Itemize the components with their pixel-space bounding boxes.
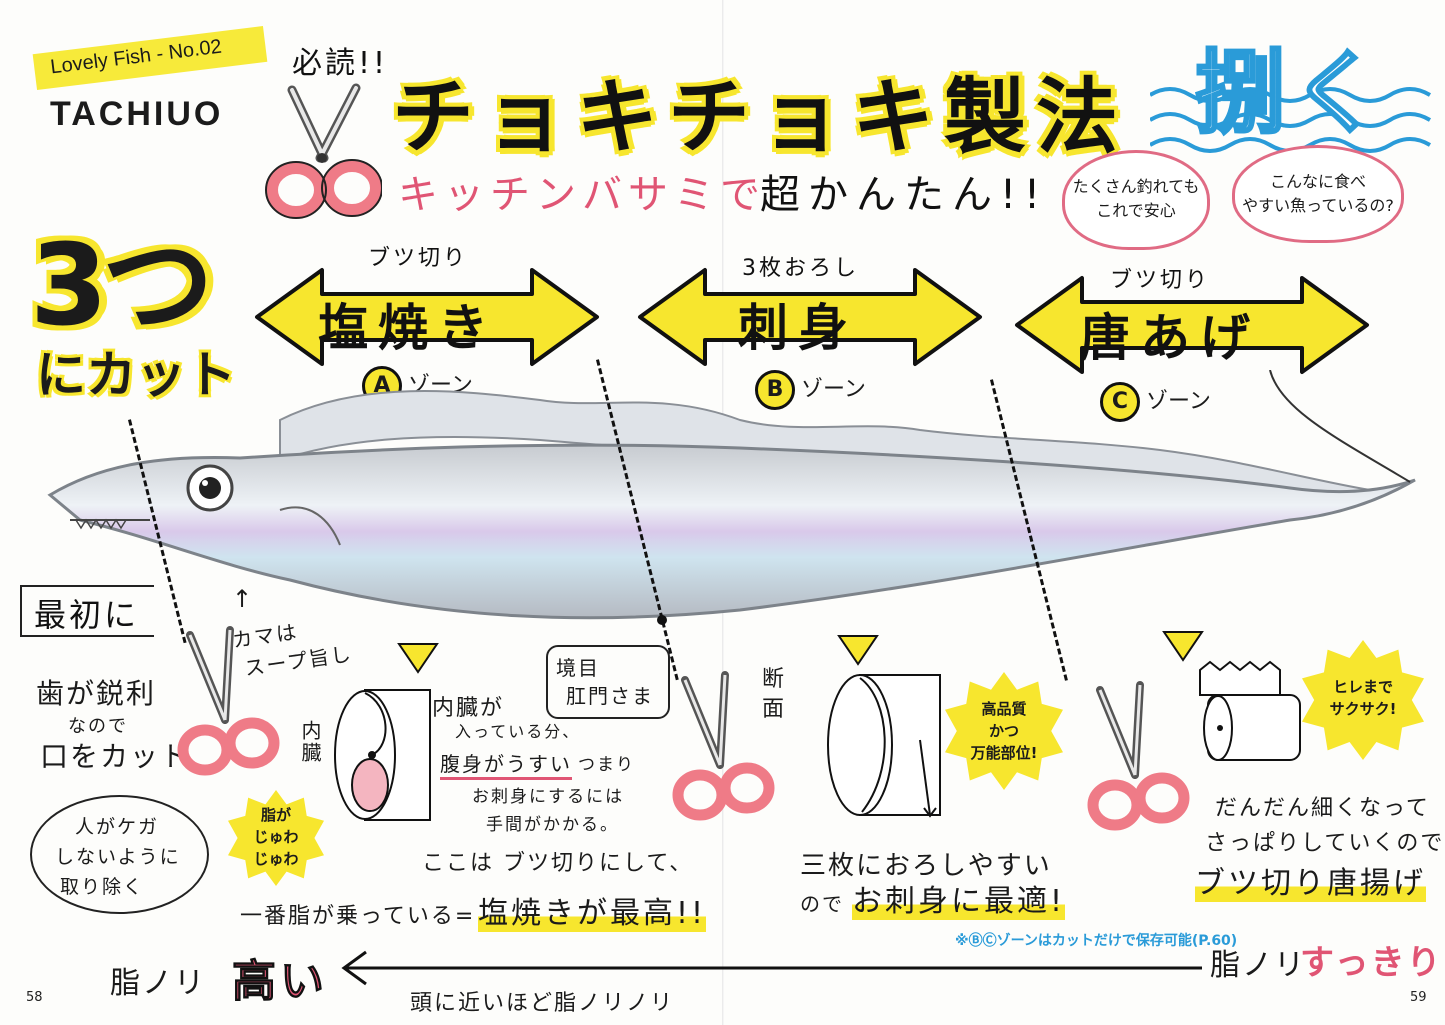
zone-a-line2: 入っている分、 bbox=[455, 722, 581, 741]
subtitle-pink: キッチンバサミで bbox=[398, 172, 766, 218]
tachiuo-fish-icon bbox=[47, 369, 1416, 625]
zone-c-line1: だんだん細くなって bbox=[1215, 796, 1430, 821]
zone-b-suffix: ゾーン bbox=[801, 377, 866, 402]
kama-up-arrow: ↑ bbox=[232, 585, 255, 613]
zone-a-dish: 塩焼き bbox=[318, 299, 498, 357]
zone-b-letter: B bbox=[755, 370, 795, 410]
fat-burst-3: じゅわ bbox=[253, 850, 299, 868]
scissors-icon-a bbox=[170, 625, 280, 789]
boundary-2: 肛門さま bbox=[566, 684, 654, 708]
zone-a-line4: お刺身にするには bbox=[472, 787, 625, 807]
zone-b-arrow bbox=[635, 262, 985, 376]
zone-c-cut: ブツ切り bbox=[1110, 268, 1211, 293]
zone-c-letter: C bbox=[1100, 382, 1140, 422]
fin-burst: ヒレまで サクサク! bbox=[1302, 640, 1424, 760]
zone-a-cut: ブツ切り bbox=[368, 246, 469, 271]
down-arrow-a-icon bbox=[395, 640, 441, 680]
fin-burst-1: ヒレまで bbox=[1332, 678, 1393, 696]
cut-count: 3つ bbox=[30, 221, 214, 351]
fat-burst-1: 脂が bbox=[260, 806, 291, 824]
zone-b-line2a: ので bbox=[800, 892, 844, 916]
fat-left-value: 高い bbox=[232, 956, 328, 1008]
zone-a-line7b: 塩焼きが最高!! bbox=[478, 888, 707, 932]
zone-c-arrow bbox=[1012, 270, 1372, 384]
boundary-bubble bbox=[546, 645, 670, 719]
fat-right-value: すっきり bbox=[1300, 943, 1443, 983]
subtitle-black: 超かんたん!! bbox=[760, 172, 1049, 218]
zone-a-line6: ここは ブツ切りにして、 bbox=[422, 851, 694, 876]
cut-label: にカット bbox=[36, 346, 236, 404]
zone-c-line2: さっぱりしていくので bbox=[1205, 831, 1445, 856]
scissors-icon-b bbox=[665, 670, 775, 834]
page-number-left: 58 bbox=[26, 990, 43, 1005]
safety-2: しないように bbox=[55, 846, 181, 868]
first-note-3: 口をカット bbox=[40, 740, 191, 773]
zone-b-line2b: お刺身に最適! bbox=[852, 876, 1066, 920]
must-read: 必読!! bbox=[292, 46, 389, 81]
zone-b-dish: 刺身 bbox=[738, 299, 858, 357]
fin-burst-2: サクサク! bbox=[1329, 700, 1397, 718]
zone-a-line3a: 腹身がうすい bbox=[440, 748, 572, 780]
zone-a-line5: 手間がかかる。 bbox=[486, 815, 619, 835]
zone-c-suffix: ゾーン bbox=[1146, 389, 1211, 414]
main-title: チョキチョキ製法 bbox=[392, 70, 1129, 165]
quality-burst-1: 高品質 bbox=[981, 700, 1027, 718]
zone-c-line3: ブツ切り唐揚げ bbox=[1195, 858, 1426, 902]
naizo-label: 内臓 bbox=[298, 720, 322, 764]
zone-a-line7a: 一番脂が乗っている= bbox=[240, 904, 476, 929]
safety-bubble bbox=[30, 795, 209, 914]
cross-section-c-icon bbox=[1190, 660, 1310, 774]
first-note-2: なので bbox=[68, 716, 128, 737]
quality-burst-2: かつ bbox=[988, 722, 1019, 740]
first-box bbox=[20, 585, 154, 637]
scissors-icon-top bbox=[262, 80, 383, 224]
quality-burst-3: 万能部位! bbox=[970, 744, 1038, 762]
zone-b-cut: 3枚おろし bbox=[742, 256, 859, 281]
fish-illustration bbox=[40, 369, 1430, 644]
zone-a-arrow bbox=[252, 262, 602, 376]
bubble-safe: たくさん釣れても これで安心 bbox=[1062, 150, 1210, 250]
fat-burst: 脂が じゅわ じゅわ bbox=[228, 790, 324, 886]
zone-c-dish: 唐あげ bbox=[1080, 309, 1260, 367]
bubble-easy: こんなに食べ やすい魚っているの? bbox=[1232, 145, 1404, 243]
fat-arrow-text: 頭に近いほど脂ノリノリ bbox=[410, 991, 675, 1016]
down-arrow-c-icon bbox=[1160, 628, 1206, 668]
zone-a-line3b: つまり bbox=[578, 755, 635, 775]
corner-title: 捌く bbox=[1194, 40, 1387, 148]
first-note-1: 歯が鋭利 bbox=[36, 677, 157, 710]
safety-1: 人がケガ bbox=[75, 816, 160, 838]
scissors-icon-c bbox=[1080, 680, 1190, 844]
down-arrow-b-icon bbox=[835, 632, 881, 672]
zone-a-line1: 内臓が bbox=[432, 696, 505, 721]
fat-left-label: 脂ノリ bbox=[110, 966, 206, 1001]
fat-burst-2: じゅわ bbox=[253, 828, 299, 846]
first-box-text: 最初に bbox=[34, 596, 140, 634]
page-number-right: 59 bbox=[1410, 990, 1427, 1005]
zone-b-footnote: ※ⒷⒸゾーンはカットだけで保存可能(P.60) bbox=[955, 933, 1238, 949]
safety-3: 取り除く bbox=[60, 876, 145, 898]
cross-section-a-icon bbox=[330, 685, 440, 829]
fat-right-label: 脂ノリ bbox=[1210, 948, 1306, 983]
cross-section-b-icon bbox=[820, 670, 980, 824]
fish-name: TACHIUO bbox=[50, 95, 224, 133]
boundary-1: 境目 bbox=[556, 656, 600, 680]
fat-scale-arrow-icon bbox=[336, 948, 1206, 992]
danmen-label: 断面 bbox=[762, 667, 787, 722]
